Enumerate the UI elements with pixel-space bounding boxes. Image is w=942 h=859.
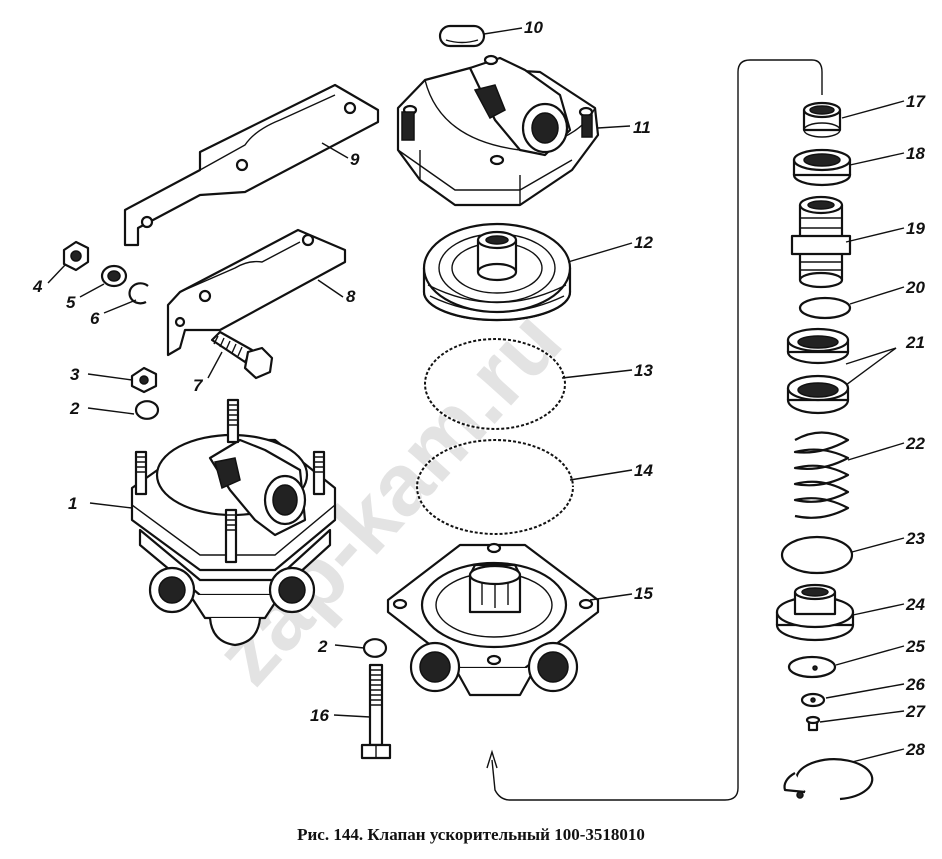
part-22-spring — [793, 431, 850, 519]
label-28: 28 — [905, 740, 925, 759]
label-21: 21 — [905, 333, 925, 352]
part-6-spring-washer — [128, 282, 149, 305]
label-24: 24 — [905, 595, 925, 614]
label-2a: 2 — [69, 399, 80, 418]
part-9-bracket — [123, 83, 380, 247]
label-1: 1 — [68, 494, 77, 513]
part-19-valve — [790, 195, 852, 289]
part-4-nut — [62, 240, 90, 272]
label-23: 23 — [905, 529, 925, 548]
label-3: 3 — [70, 365, 80, 384]
part-17-ring — [802, 101, 842, 138]
label-5: 5 — [66, 293, 76, 312]
part-15-lower-body — [386, 542, 600, 697]
part-21-seal-upper — [786, 327, 850, 365]
assembly-route — [486, 59, 823, 801]
part-18-seal — [792, 148, 852, 187]
label-13: 13 — [634, 361, 653, 380]
part-1-valve-assembly — [130, 398, 337, 647]
label-12: 12 — [634, 233, 653, 252]
part-5-washer — [100, 264, 128, 288]
label-20: 20 — [905, 278, 925, 297]
part-10-plug — [438, 24, 486, 48]
leader-lines — [47, 27, 905, 763]
label-17: 17 — [906, 92, 926, 111]
label-9: 9 — [350, 150, 360, 169]
part-20-o-ring — [798, 296, 852, 320]
part-13-gasket — [423, 337, 567, 431]
label-19: 19 — [906, 219, 925, 238]
part-14-gasket — [415, 438, 575, 536]
part-3-nut — [130, 366, 158, 394]
part-23-o-ring — [780, 535, 854, 575]
label-16: 16 — [310, 706, 329, 725]
part-12-piston — [422, 222, 572, 322]
label-4: 4 — [32, 277, 43, 296]
label-25: 25 — [905, 637, 925, 656]
part-2-washer-upper — [134, 400, 160, 420]
part-7-bolt — [210, 330, 274, 380]
label-18: 18 — [906, 144, 925, 163]
part-28-snap-ring — [783, 758, 874, 801]
part-25-disc — [787, 655, 837, 679]
figure-caption: Рис. 144. Клапан ускорительный 100-35180… — [297, 825, 645, 844]
label-26: 26 — [905, 675, 925, 694]
part-8-bracket — [166, 228, 347, 357]
label-11: 11 — [633, 118, 651, 137]
label-2b: 2 — [317, 637, 328, 656]
label-22: 22 — [905, 434, 925, 453]
label-6: 6 — [90, 309, 100, 328]
part-24-seat — [775, 583, 855, 642]
part-labels: 1 2 2 3 4 5 6 7 8 9 10 11 12 13 14 15 16… — [32, 18, 926, 759]
label-27: 27 — [905, 702, 926, 721]
part-11-upper-cover — [396, 54, 600, 207]
part-21-seal-lower — [786, 374, 850, 415]
part-26-washer — [800, 692, 826, 708]
part-2-washer-lower — [362, 638, 388, 658]
label-8: 8 — [346, 287, 356, 306]
label-10: 10 — [524, 18, 543, 37]
label-15: 15 — [634, 584, 653, 603]
label-7: 7 — [193, 376, 204, 395]
part-16-bolt — [360, 663, 392, 760]
label-14: 14 — [634, 461, 653, 480]
part-27-screw — [805, 715, 821, 732]
